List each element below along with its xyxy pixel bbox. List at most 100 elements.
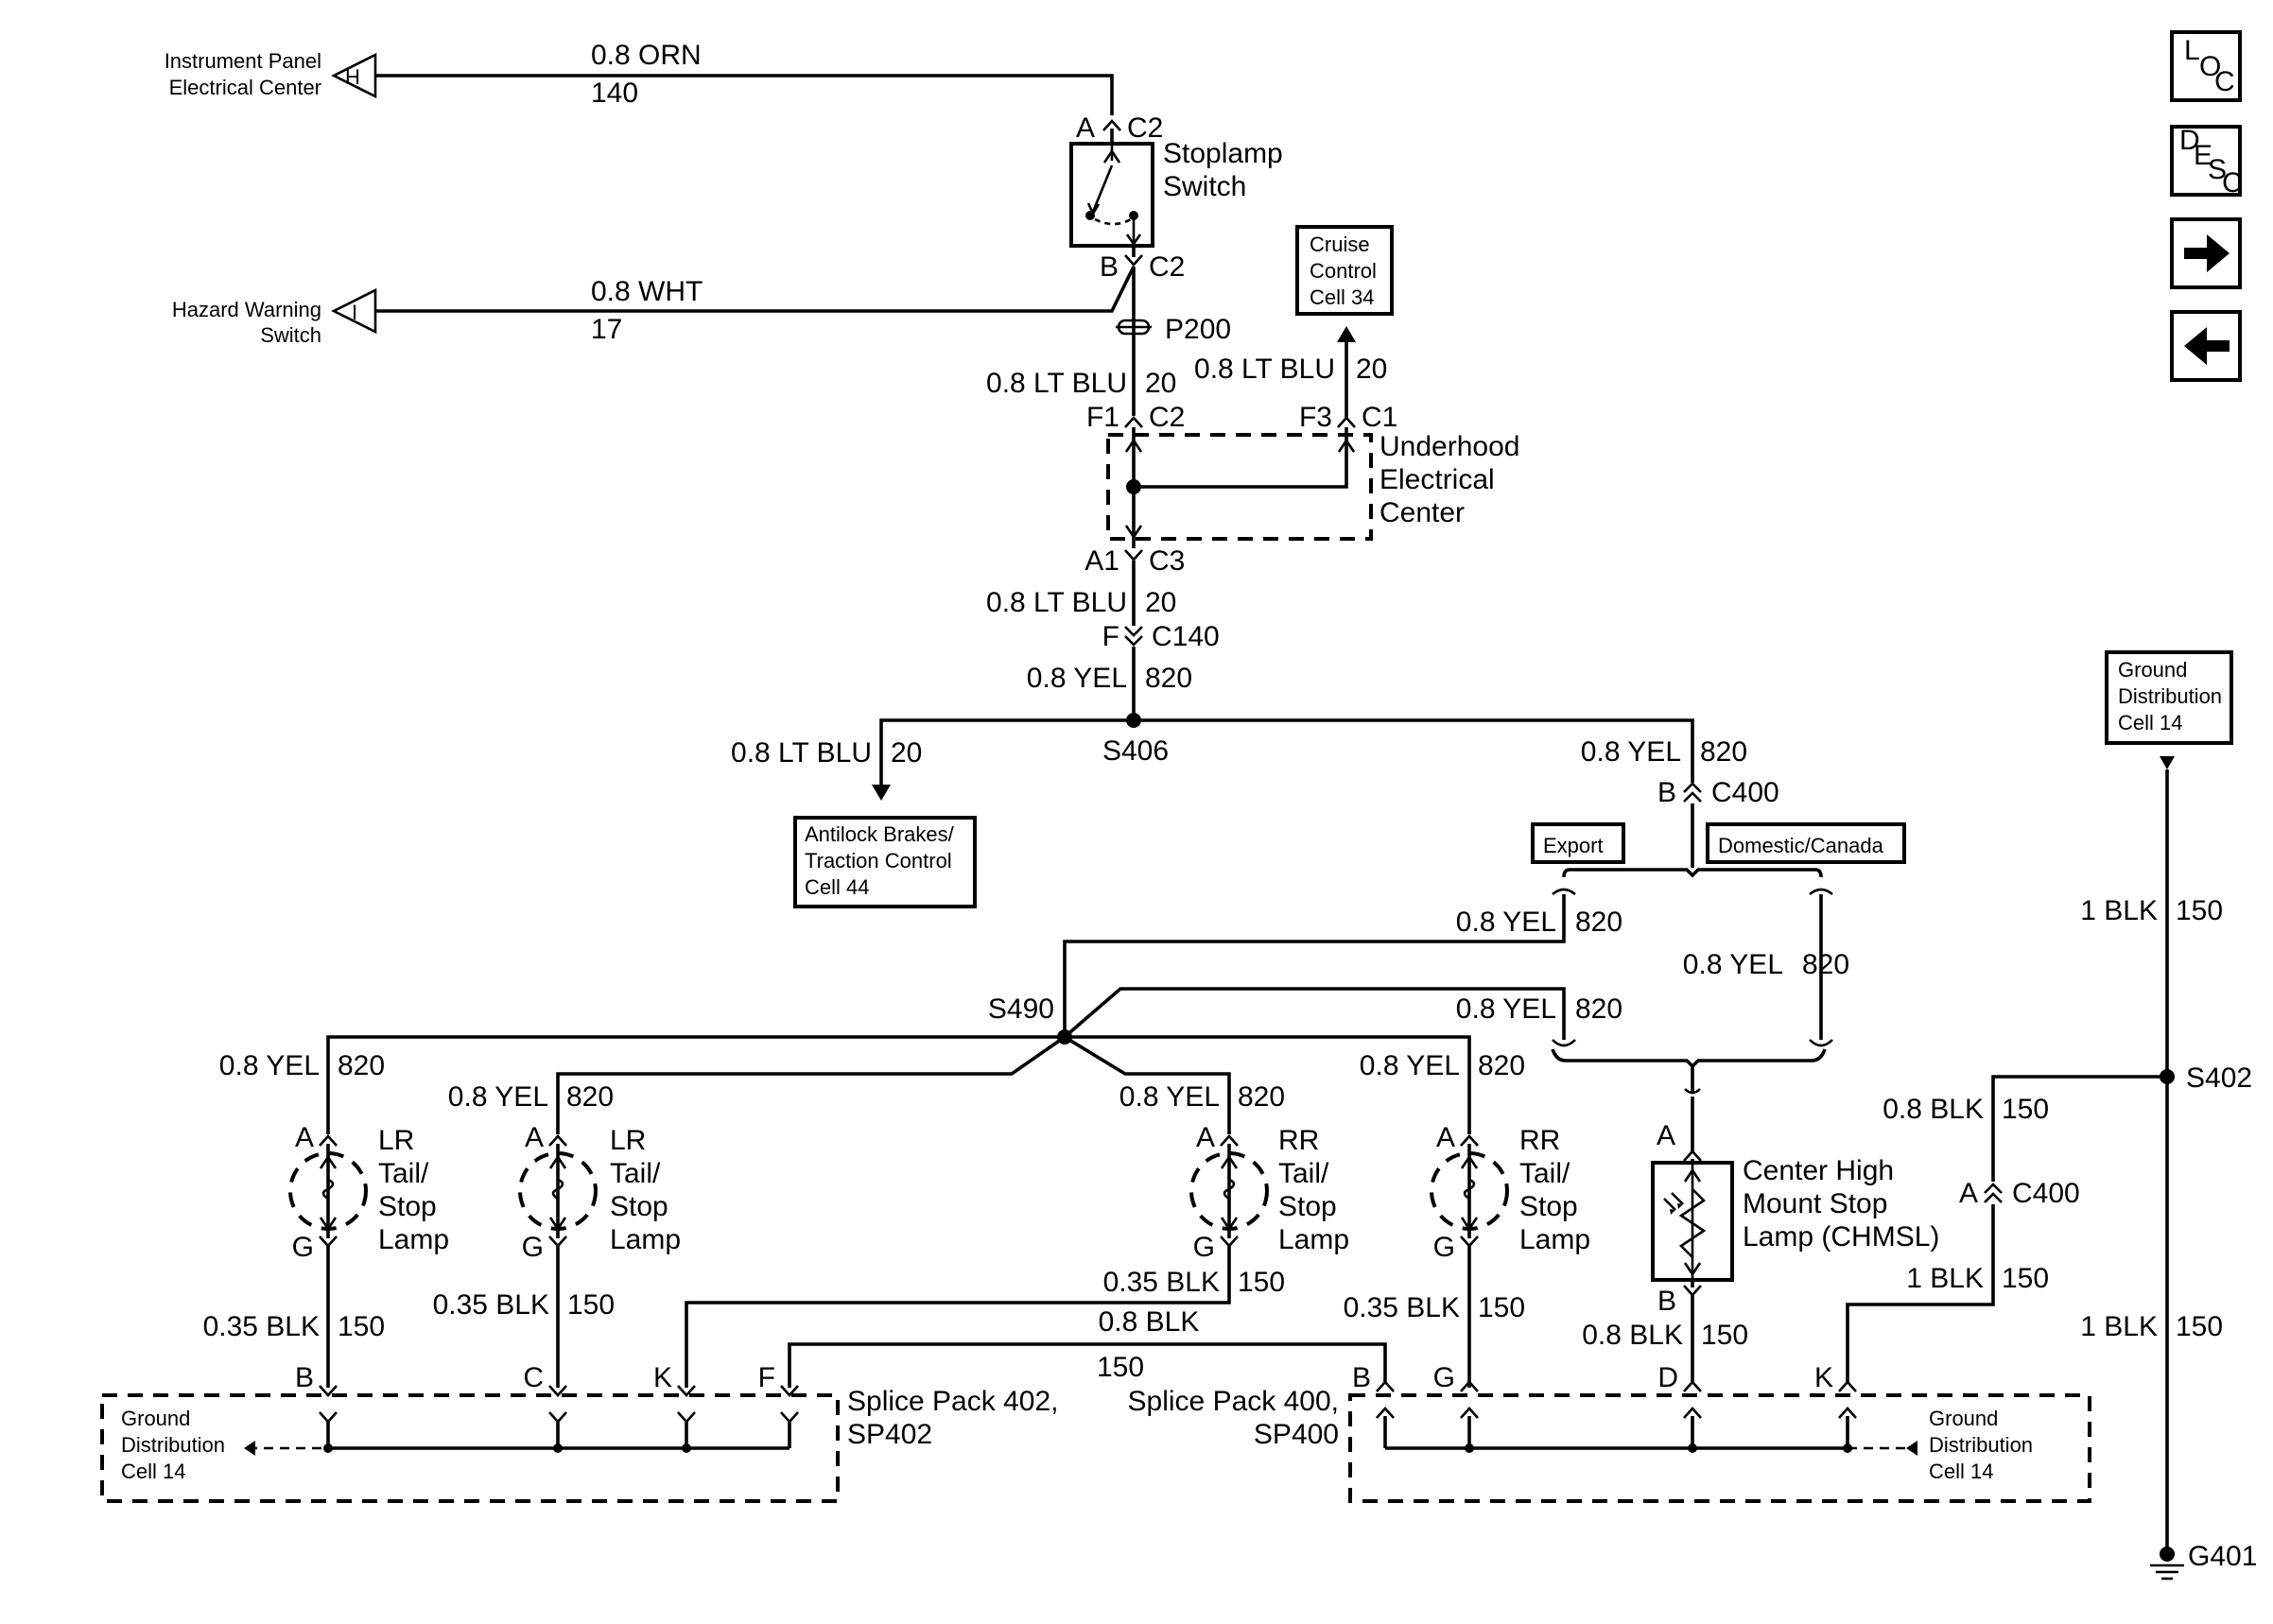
wire-s406-bus bbox=[879, 718, 1694, 791]
wire-yel-lamp4-gauge: 0.8 YEL bbox=[1360, 1050, 1460, 1081]
wire-ltblu-a-gauge: 0.8 LT BLU bbox=[986, 368, 1127, 399]
arrow-left-icon bbox=[1906, 1441, 1917, 1456]
wire-yel-main-circuit: 820 bbox=[1145, 663, 1192, 694]
hazard-label-2: Switch bbox=[260, 323, 321, 347]
wire-blk-s402-c400-circuit: 150 bbox=[2002, 1094, 2049, 1125]
lamp2-label-4: Lamp bbox=[610, 1224, 681, 1255]
wire-yel-export-bottom-gauge: 0.8 YEL bbox=[1456, 993, 1556, 1025]
lamp4-label-2: Tail/ bbox=[1519, 1158, 1570, 1189]
wire-blk-s402-c400-gauge: 0.8 BLK bbox=[1883, 1094, 1984, 1125]
conn-uec-cruise bbox=[1336, 416, 1357, 429]
conn-sw-bot-pin: B bbox=[1100, 251, 1119, 283]
conn-uec-cruise-name: C1 bbox=[1362, 402, 1397, 433]
wire-s490-lamp2 bbox=[556, 1035, 1067, 1134]
splice-s406 bbox=[1126, 713, 1141, 728]
cruise-label-1: Cruise bbox=[1310, 233, 1370, 256]
lamp4-label-4: Lamp bbox=[1519, 1224, 1590, 1255]
wire-ltblu-a-circuit: 20 bbox=[1145, 368, 1176, 399]
conn-c400-ground bbox=[1983, 1183, 2004, 1204]
wire-orn-140 bbox=[375, 74, 1114, 115]
wire-yel-lamp1-gauge: 0.8 YEL bbox=[219, 1050, 320, 1081]
wire-ltblu-b-circuit: 20 bbox=[1145, 587, 1176, 618]
lamp3-in-pin: A bbox=[1196, 1122, 1215, 1153]
wire-blk-ground-bottom-gauge: 1 BLK bbox=[2080, 1311, 2158, 1342]
wire-yel-lamp3-circuit: 820 bbox=[1238, 1081, 1285, 1113]
desc-button[interactable]: D E S C bbox=[2170, 125, 2243, 199]
conn-uec-in-pin: F1 bbox=[1086, 402, 1119, 433]
splice-s490 bbox=[1057, 1029, 1072, 1045]
wire-blk-chmsl-circuit: 150 bbox=[1701, 1320, 1748, 1351]
lamp1-out-pin: G bbox=[292, 1232, 314, 1263]
conn-sw-top-name: C2 bbox=[1127, 112, 1163, 144]
abs-label-2: Traction Control bbox=[805, 849, 952, 872]
wire-blk-s402-c400 bbox=[1991, 1075, 2167, 1182]
conn-c400-top bbox=[1682, 782, 1703, 803]
ground-dist-right-label-2: Distribution bbox=[1929, 1433, 2033, 1457]
sp402-label-1: Splice Pack 402, bbox=[847, 1386, 1058, 1417]
ground-dist-right-label-1: Ground bbox=[1929, 1407, 1998, 1430]
ipec-label-1: Instrument Panel bbox=[165, 49, 321, 73]
ground-dist-right-label-3: Cell 14 bbox=[1929, 1460, 1993, 1483]
loc-button[interactable]: L O C bbox=[2170, 30, 2242, 102]
loc-o: O bbox=[2199, 51, 2221, 82]
sp400-pin-d: D bbox=[1657, 1362, 1678, 1393]
chmsl-label-1: Center High bbox=[1743, 1155, 1894, 1186]
lamp1-label-4: Lamp bbox=[378, 1224, 449, 1255]
sp400-pin-k: K bbox=[1814, 1362, 1833, 1393]
stoplamp-switch-label-1: Stoplamp bbox=[1163, 138, 1283, 169]
wire-ltblu-b-gauge: 0.8 LT BLU bbox=[986, 587, 1127, 618]
conn-uec-out-pin: A1 bbox=[1084, 545, 1119, 577]
sp402-label-2: SP402 bbox=[847, 1419, 932, 1450]
desc-d: D bbox=[2179, 125, 2200, 156]
ipec-connector: H bbox=[331, 52, 377, 99]
wire-yel-export-bottom-circuit: 820 bbox=[1575, 993, 1622, 1025]
lamp2-label-3: Stop bbox=[610, 1191, 668, 1222]
previous-button[interactable] bbox=[2170, 310, 2242, 382]
lamp4-in-pin: A bbox=[1436, 1122, 1455, 1153]
wire-blk-lamp2-gauge: 0.35 BLK bbox=[433, 1289, 549, 1321]
uec-label-1: Underhood bbox=[1379, 431, 1519, 462]
wire-blk-sp-link bbox=[788, 1342, 1387, 1388]
wire-blk-lamp1-gauge: 0.35 BLK bbox=[203, 1311, 320, 1342]
ground-dist-top-label-2: Distribution bbox=[2118, 684, 2222, 708]
wire-blk-lamp1-circuit: 150 bbox=[338, 1311, 385, 1342]
arrow-down-icon bbox=[872, 785, 891, 801]
wire-ltblu-abs-gauge: 0.8 LT BLU bbox=[731, 737, 872, 769]
ground-dist-top-label-1: Ground bbox=[2118, 658, 2187, 682]
wire-s490-lamp4 bbox=[1065, 1035, 1471, 1134]
lamp3-label-3: Stop bbox=[1278, 1191, 1337, 1222]
domestic-option bbox=[1706, 822, 1906, 864]
conn-c400-top-name: C400 bbox=[1711, 777, 1779, 808]
arrow-left-icon bbox=[2184, 327, 2230, 365]
lamp3-label-1: RR bbox=[1278, 1125, 1319, 1156]
option-merge bbox=[1551, 1048, 1827, 1069]
cruise-control-box bbox=[1295, 225, 1394, 316]
ipec-pin: H bbox=[345, 65, 360, 89]
wire-yel-export-top bbox=[1063, 894, 1566, 1037]
abs-label-3: Cell 44 bbox=[805, 875, 869, 899]
wire-yel-lamp2-circuit: 820 bbox=[566, 1081, 614, 1113]
splice-pack-402 bbox=[100, 1384, 840, 1503]
wire-blk-lamp3 bbox=[685, 1246, 1231, 1388]
loc-l: L bbox=[2184, 35, 2200, 66]
wire-wht-17 bbox=[375, 266, 1136, 313]
wire-blk-ground-top-circuit: 150 bbox=[2176, 895, 2223, 926]
conn-c140-name: C140 bbox=[1152, 621, 1220, 652]
hazard-label-1: Hazard Warning bbox=[172, 298, 321, 321]
conn-uec-out-name: C3 bbox=[1149, 545, 1185, 577]
export-label: Export bbox=[1543, 834, 1604, 857]
lamp2-out-pin: G bbox=[522, 1232, 544, 1263]
wire-yel-export-top-gauge: 0.8 YEL bbox=[1456, 907, 1556, 938]
splice-pack-400 bbox=[1348, 1380, 2091, 1503]
arrow-up-icon bbox=[1337, 326, 1356, 342]
wire-yel-dom-gauge: 0.8 YEL bbox=[1683, 949, 1783, 980]
wire-blk-lamp4-gauge: 0.35 BLK bbox=[1344, 1292, 1460, 1323]
next-button[interactable] bbox=[2170, 217, 2242, 289]
wire-wht-gauge: 0.8 WHT bbox=[591, 276, 703, 307]
uec-label-2: Electrical bbox=[1379, 464, 1495, 495]
wire-ltblu-cruise-circuit: 20 bbox=[1356, 354, 1387, 385]
lamp2-in-pin: A bbox=[525, 1122, 544, 1153]
desc-s: S bbox=[2208, 154, 2227, 185]
lamp4-rr-tail-stop: A G bbox=[1430, 1122, 1509, 1263]
